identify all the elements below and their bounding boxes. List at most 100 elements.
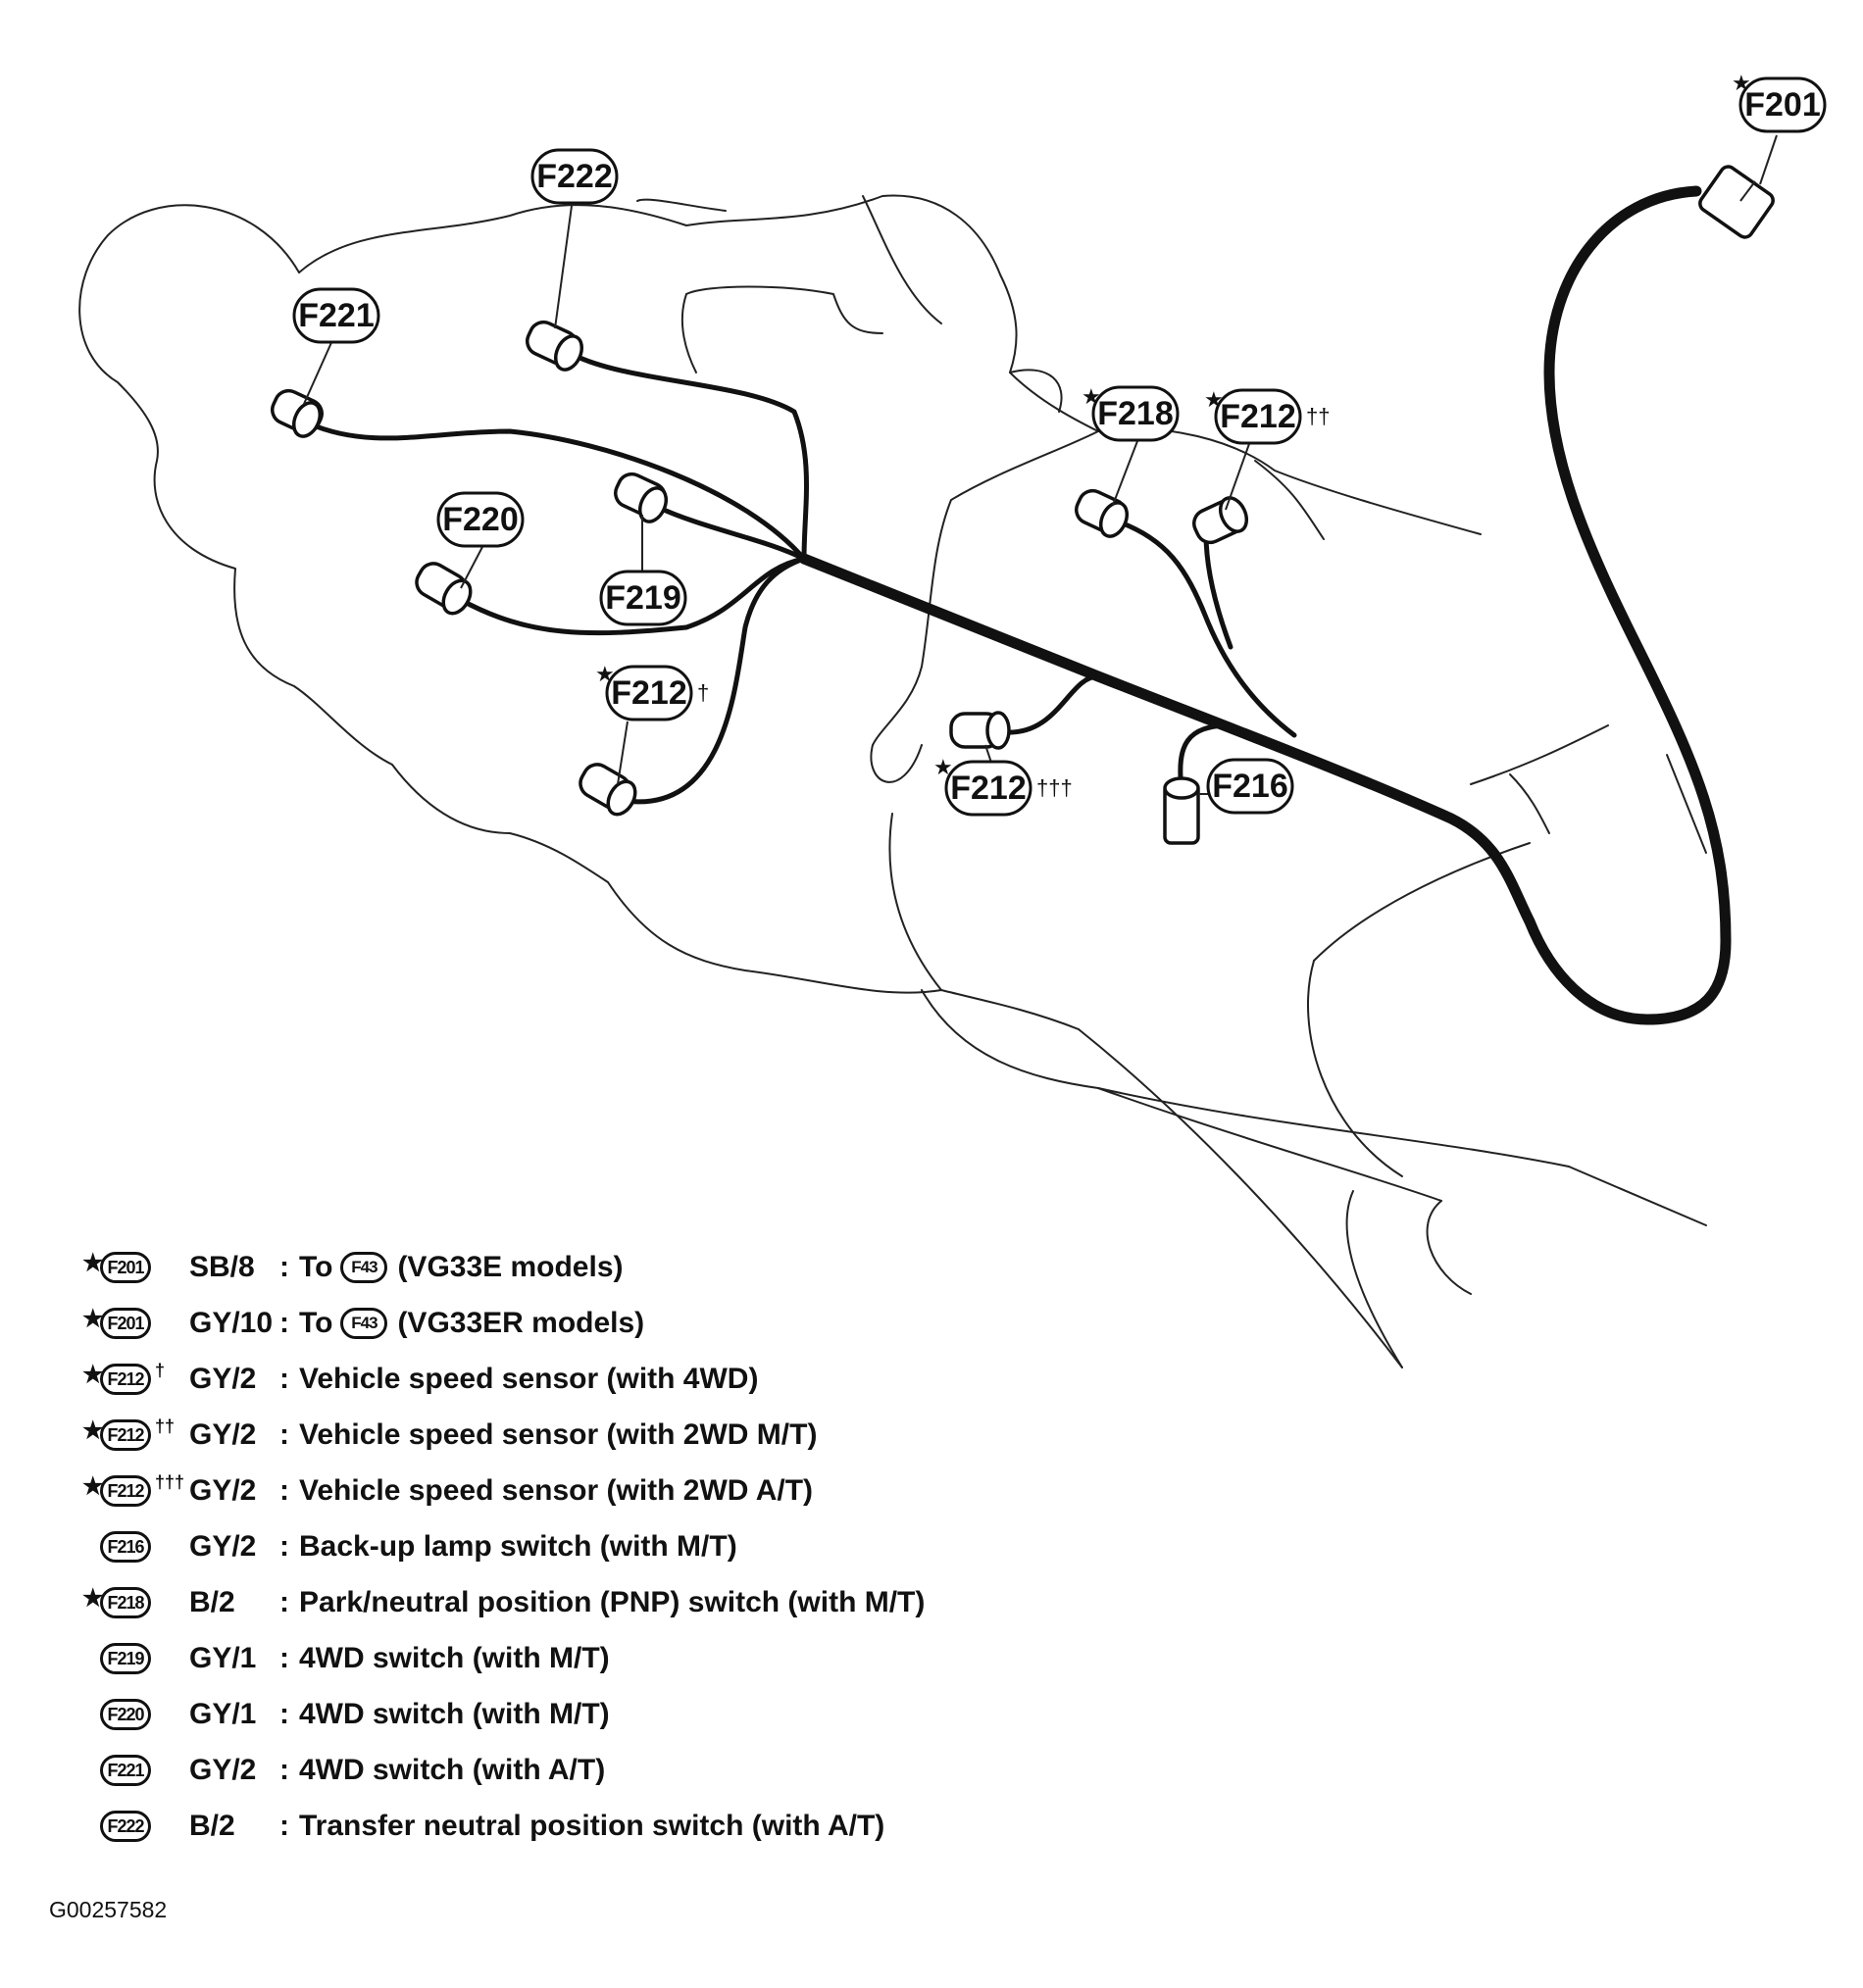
legend-connector-chip: F220	[100, 1699, 151, 1730]
legend-description: Park/neutral position (PNP) switch (with…	[299, 1586, 925, 1619]
legend-star: ★	[82, 1362, 104, 1388]
legend-description-text: Vehicle speed sensor (with 4WD)	[299, 1363, 759, 1395]
legend-wire-code: GY/10	[189, 1307, 274, 1339]
legend-description: Transfer neutral position switch (with A…	[299, 1810, 884, 1843]
callout-f221: F221	[292, 287, 380, 344]
legend-ref-chip: F43	[340, 1308, 388, 1339]
legend-connector-chip: F201	[100, 1308, 151, 1339]
legend-dagger-mark: †	[155, 1361, 166, 1380]
wire-f212-2wd-at	[1002, 673, 1101, 735]
connector-body-f222	[526, 320, 584, 372]
legend-star: ★	[82, 1585, 104, 1612]
callout-f201: ★ F201	[1732, 71, 1827, 133]
connector-body-f212-2wd-mt	[1192, 496, 1249, 545]
legend-row: ★F212†††GY/2:Vehicle speed sensor (with …	[78, 1466, 1157, 1522]
legend-description-suffix: (VG33E models)	[397, 1251, 624, 1283]
connector-body-f212-2wd-at	[949, 711, 1011, 750]
callout-f212-2wd-mt: ★ F212 ††	[1204, 387, 1330, 445]
svg-text:F212: F212	[611, 674, 687, 712]
wire-f212-2wd-mt	[1203, 531, 1234, 650]
main-harness-trunk	[798, 185, 1732, 1025]
legend-description: Vehicle speed sensor (with 2WD M/T)	[299, 1418, 817, 1452]
legend-colon: :	[279, 1698, 289, 1730]
wire-f221	[306, 421, 807, 562]
legend-description-text: Transfer neutral position switch (with A…	[299, 1810, 885, 1842]
legend-dagger-mark: ††	[155, 1416, 176, 1436]
connector-body-f219	[614, 472, 669, 523]
legend-connector-chip: F219	[100, 1643, 151, 1674]
wire-f219	[654, 504, 807, 562]
wire-f222	[571, 352, 809, 562]
legend-description: Vehicle speed sensor (with 2WD A/T)	[299, 1474, 813, 1508]
legend-wire-code: GY/2	[189, 1754, 257, 1786]
wire-f216	[1178, 722, 1234, 792]
legend-star: ★	[82, 1250, 104, 1276]
legend-star: ★	[82, 1473, 104, 1500]
svg-text:F221: F221	[298, 297, 375, 334]
legend-connector-chip: F212	[100, 1419, 151, 1451]
legend-description-text: Vehicle speed sensor (with 2WD A/T)	[299, 1474, 814, 1507]
legend-colon: :	[279, 1363, 289, 1395]
connector-body-f218	[1075, 488, 1130, 538]
svg-text:F218: F218	[1097, 395, 1174, 432]
svg-text:F220: F220	[442, 501, 519, 538]
legend-connector-chip: F216	[100, 1531, 151, 1563]
legend-connector-chip: F201	[100, 1252, 151, 1283]
legend-description: 4WD switch (with M/T)	[299, 1698, 610, 1731]
transmission-outline	[78, 194, 1707, 1368]
legend-wire-code: GY/2	[189, 1530, 257, 1563]
callout-f216: F216	[1206, 758, 1294, 815]
callout-leaders	[303, 134, 1778, 795]
legend-description-text: 4WD switch (with M/T)	[299, 1698, 610, 1730]
callout-f212-4wd: ★ F212 †	[595, 662, 709, 721]
legend-wire-code: SB/8	[189, 1251, 255, 1283]
legend-description-text: Park/neutral position (PNP) switch (with…	[299, 1586, 926, 1618]
legend-description-text: To	[299, 1251, 333, 1283]
legend-connector-chip: F221	[100, 1755, 151, 1786]
harness-diagram: ★ F201 F222 F221 ★ F218 ★ F212 †† F220 F…	[78, 71, 1827, 1368]
legend-ref-chip: F43	[340, 1252, 388, 1283]
legend-connector-chip: F212	[100, 1364, 151, 1395]
connector-body-f212-4wd	[579, 763, 637, 817]
figure-id: G00257582	[49, 1897, 168, 1922]
wire-f212-4wd	[623, 556, 807, 805]
legend-description-text: Vehicle speed sensor (with 2WD M/T)	[299, 1418, 818, 1451]
legend-description: Back-up lamp switch (with M/T)	[299, 1530, 737, 1564]
legend-colon: :	[279, 1418, 289, 1451]
svg-text:F219: F219	[605, 579, 681, 617]
svg-text:F201: F201	[1744, 86, 1821, 124]
legend-wire-code: GY/1	[189, 1698, 257, 1730]
wire-f220	[458, 556, 807, 636]
legend-wire-code: B/2	[189, 1586, 235, 1618]
legend-description-text: 4WD switch (with A/T)	[299, 1754, 606, 1786]
svg-text:†††: †††	[1036, 775, 1073, 800]
legend-star: ★	[82, 1306, 104, 1332]
svg-text:★: ★	[933, 755, 953, 779]
callout-f212-2wd-at: ★ F212 †††	[933, 755, 1073, 817]
legend-row: F220 GY/1:4WD switch (with M/T)	[78, 1690, 1157, 1746]
legend-colon: :	[279, 1251, 289, 1283]
legend-wire-code: GY/2	[189, 1418, 257, 1451]
legend-connector-chip: F222	[100, 1811, 151, 1842]
legend-description: 4WD switch (with A/T)	[299, 1754, 605, 1787]
svg-text:F212: F212	[1220, 398, 1296, 435]
legend-connector-chip: F212	[100, 1475, 151, 1507]
legend-row: ★F212††GY/2:Vehicle speed sensor (with 2…	[78, 1411, 1157, 1466]
wire-f218	[1115, 519, 1297, 738]
legend-wire-code: GY/2	[189, 1474, 257, 1507]
legend-description-text: 4WD switch (with M/T)	[299, 1642, 610, 1674]
callout-f222: F222	[530, 148, 619, 205]
connector-body-f220	[415, 562, 473, 616]
legend-colon: :	[279, 1307, 289, 1339]
svg-text:F222: F222	[536, 158, 613, 195]
legend-description-text: To	[299, 1307, 333, 1339]
connector-body-f201	[1698, 165, 1775, 239]
